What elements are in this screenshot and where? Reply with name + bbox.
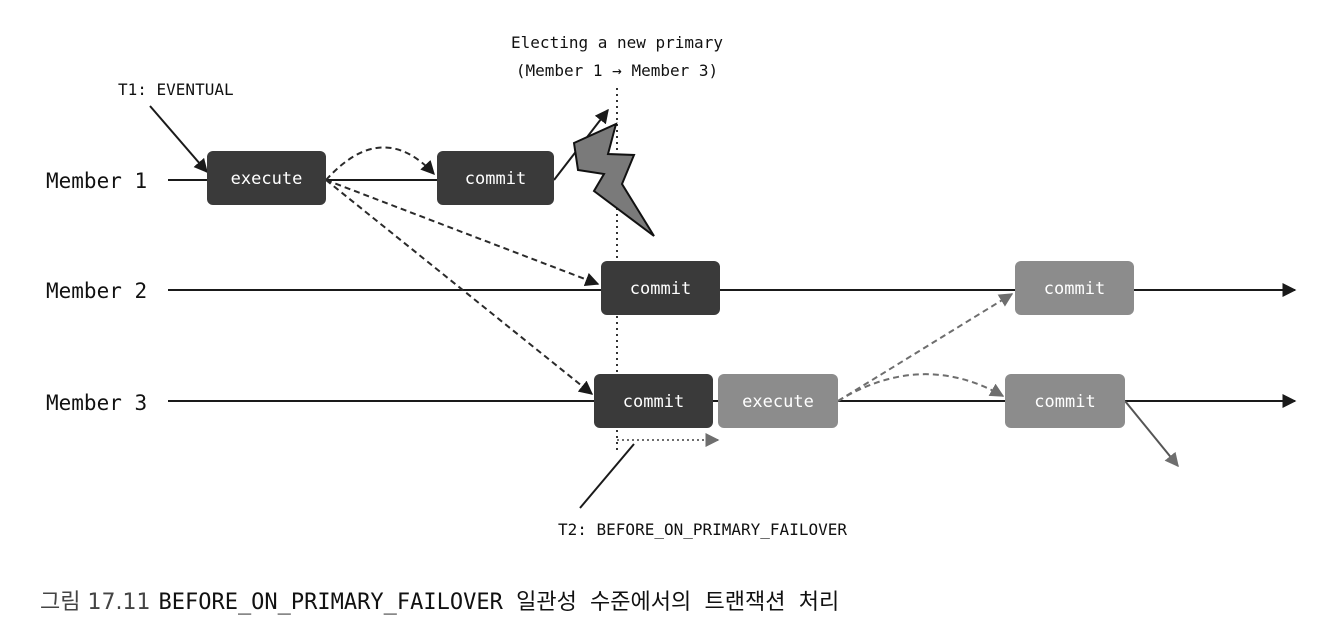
lane-label-member-1: Member 1 <box>46 169 147 193</box>
t1-pointer <box>149 105 208 174</box>
m2-commit-t1-box: commit <box>601 261 720 315</box>
t1-label: T1: EVENTUAL <box>118 80 234 99</box>
m3-commit-t1-box: commit <box>594 374 713 428</box>
t2-label: T2: BEFORE_ON_PRIMARY_FAILOVER <box>558 520 847 539</box>
figure-caption-text: BEFORE_ON_PRIMARY_FAILOVER 일관성 수준에서의 트랜잭… <box>158 590 840 615</box>
m1-to-m3-replication-arrow <box>325 179 594 395</box>
m2-commit-t2-label: commit <box>1044 279 1105 299</box>
m1-commit-box: commit <box>437 151 554 205</box>
election-subtitle: (Member 1 → Member 3) <box>516 61 718 80</box>
figure-number: 그림 17.11 <box>40 590 151 615</box>
m3-commit-t2-label: commit <box>1034 392 1095 412</box>
t2-pointer <box>579 443 635 509</box>
m2-commit-t1-label: commit <box>630 279 691 299</box>
m3-execute-to-commit-arrow <box>837 373 1005 402</box>
m1-commit-label: commit <box>465 169 526 189</box>
m3-execute-t2-label: execute <box>742 392 814 412</box>
m3-execute-t2-box: execute <box>718 374 838 428</box>
m3-commit-t2-box: commit <box>1005 374 1125 428</box>
m2-commit-t2-box: commit <box>1015 261 1134 315</box>
lane-label-member-3: Member 3 <box>46 391 147 415</box>
m1-to-m2-replication-arrow <box>325 179 600 287</box>
m3-to-m2-replication-arrow <box>837 293 1014 402</box>
m3-commit-t1-label: commit <box>623 392 684 412</box>
figure-caption: 그림 17.11 BEFORE_ON_PRIMARY_FAILOVER 일관성 수… <box>40 584 839 616</box>
lightning-failure-icon <box>572 122 655 237</box>
m1-execute-label: execute <box>231 169 303 189</box>
m1-execute-to-commit-arrow <box>325 146 435 181</box>
m1-execute-box: execute <box>207 151 326 205</box>
lane-label-member-2: Member 2 <box>46 279 147 303</box>
election-title: Electing a new primary <box>511 33 723 52</box>
m3-commit-tail-arrow <box>1124 400 1179 468</box>
